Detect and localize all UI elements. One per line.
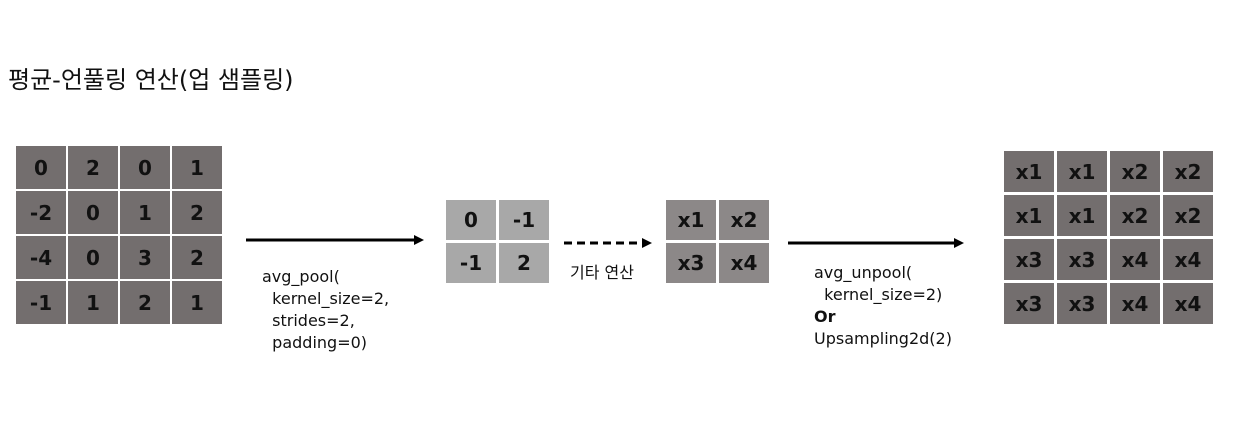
matrix-cell: x1 (1057, 195, 1107, 236)
avg-pool-line3: strides=2, (272, 311, 355, 330)
matrix-cell: 1 (172, 281, 222, 324)
matrix-cell: 0 (446, 200, 496, 240)
avg-unpool-or: Or (814, 307, 836, 326)
matrix-cell: x1 (1004, 195, 1054, 236)
matrix-cell: x2 (1163, 195, 1213, 236)
matrix-cell: -2 (16, 191, 66, 234)
matrix-cell: x3 (666, 243, 716, 283)
matrix-cell: 1 (68, 281, 118, 324)
avg-unpool-label: avg_unpool( kernel_size=2) Or Upsampling… (814, 262, 952, 350)
matrix-cell: 2 (172, 236, 222, 279)
other-op-arrow (564, 238, 652, 248)
matrix-cell: x2 (719, 200, 769, 240)
other-op-label: 기타 연산 (570, 263, 634, 282)
matrix-cell: -1 (446, 243, 496, 283)
matrix-cell: 2 (120, 281, 170, 324)
matrix-cell: x3 (1057, 239, 1107, 280)
matrix-cell: 0 (16, 146, 66, 189)
matrix-cell: x3 (1004, 239, 1054, 280)
op-matrix: x1 x2 x3 x4 (666, 200, 769, 283)
output-matrix: x1 x1 x2 x2 x1 x1 x2 x2 x3 x3 x4 x4 x3 x… (1004, 151, 1213, 324)
matrix-cell: x3 (1004, 283, 1054, 324)
matrix-cell: x3 (1057, 283, 1107, 324)
diagram-title: 평균-언풀링 연산(업 샘플링) (8, 66, 294, 94)
avg-pool-arrow (246, 235, 424, 245)
avg-pool-line4: padding=0) (272, 333, 368, 352)
input-matrix: 0 2 0 1 -2 0 1 2 -4 0 3 2 -1 1 2 1 (16, 146, 222, 324)
matrix-cell: -1 (16, 281, 66, 324)
matrix-cell: x1 (666, 200, 716, 240)
matrix-cell: -1 (499, 200, 549, 240)
avg-unpool-arrow (788, 238, 964, 248)
matrix-cell: x4 (1163, 239, 1213, 280)
matrix-cell: x2 (1163, 151, 1213, 192)
matrix-cell: 1 (120, 191, 170, 234)
matrix-cell: 2 (499, 243, 549, 283)
matrix-cell: 1 (172, 146, 222, 189)
matrix-cell: 3 (120, 236, 170, 279)
matrix-cell: 0 (120, 146, 170, 189)
avg-unpool-line4: Upsampling2d(2) (814, 329, 952, 348)
matrix-cell: x4 (1163, 283, 1213, 324)
matrix-cell: x2 (1110, 151, 1160, 192)
matrix-cell: 2 (172, 191, 222, 234)
avg-pool-line1: avg_pool( (262, 267, 340, 286)
matrix-cell: 2 (68, 146, 118, 189)
matrix-cell: 0 (68, 236, 118, 279)
matrix-cell: x1 (1057, 151, 1107, 192)
avg-pool-label: avg_pool( kernel_size=2, strides=2, padd… (262, 266, 389, 354)
matrix-cell: x4 (719, 243, 769, 283)
avg-unpool-line2: kernel_size=2) (824, 285, 943, 304)
matrix-cell: 0 (68, 191, 118, 234)
avg-pool-line2: kernel_size=2, (272, 289, 390, 308)
avg-unpool-line1: avg_unpool( (814, 263, 913, 282)
matrix-cell: x4 (1110, 283, 1160, 324)
matrix-cell: x4 (1110, 239, 1160, 280)
matrix-cell: -4 (16, 236, 66, 279)
matrix-cell: x1 (1004, 151, 1054, 192)
pooled-matrix: 0 -1 -1 2 (446, 200, 549, 283)
matrix-cell: x2 (1110, 195, 1160, 236)
